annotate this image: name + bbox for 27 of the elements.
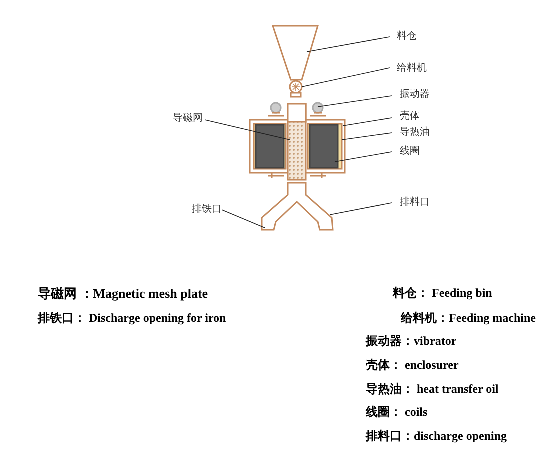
leader-line <box>330 202 392 216</box>
leader-line <box>222 210 266 228</box>
leader-line <box>204 120 290 140</box>
glossary-entry: 给料机：Feeding machine <box>401 310 536 327</box>
glossary-entry: 排铁口： Discharge opening for iron <box>38 310 226 327</box>
part-label: 振动器 <box>400 87 430 101</box>
part-label: 壳体 <box>400 109 420 123</box>
part-label: 料仓 <box>397 29 417 43</box>
part-label: 导热油 <box>400 125 430 139</box>
glossary-entry: 料仓： Feeding bin <box>393 285 492 302</box>
leader-line <box>342 132 392 140</box>
leader-line <box>334 152 392 162</box>
part-label: 排铁口 <box>192 202 222 216</box>
leader-line <box>302 68 390 88</box>
glossary-entry: 导磁网 ：Magnetic mesh plate <box>38 285 208 303</box>
part-label: 线圈 <box>400 144 420 158</box>
leader-line <box>342 118 392 126</box>
leader-line <box>306 36 390 52</box>
glossary-entry: 振动器：vibrator <box>366 333 457 350</box>
glossary-entry: 壳体： enclosurer <box>366 357 459 374</box>
part-label: 排料口 <box>400 195 430 209</box>
glossary-entry: 导热油： heat transfer oil <box>366 381 499 398</box>
part-label: 给料机 <box>397 61 427 75</box>
glossary-entry: 排料口：discharge opening <box>366 428 508 445</box>
leader-line <box>318 96 392 108</box>
part-label: 导磁网 <box>173 111 203 125</box>
glossary-entry: 线圈： coils <box>366 404 428 421</box>
